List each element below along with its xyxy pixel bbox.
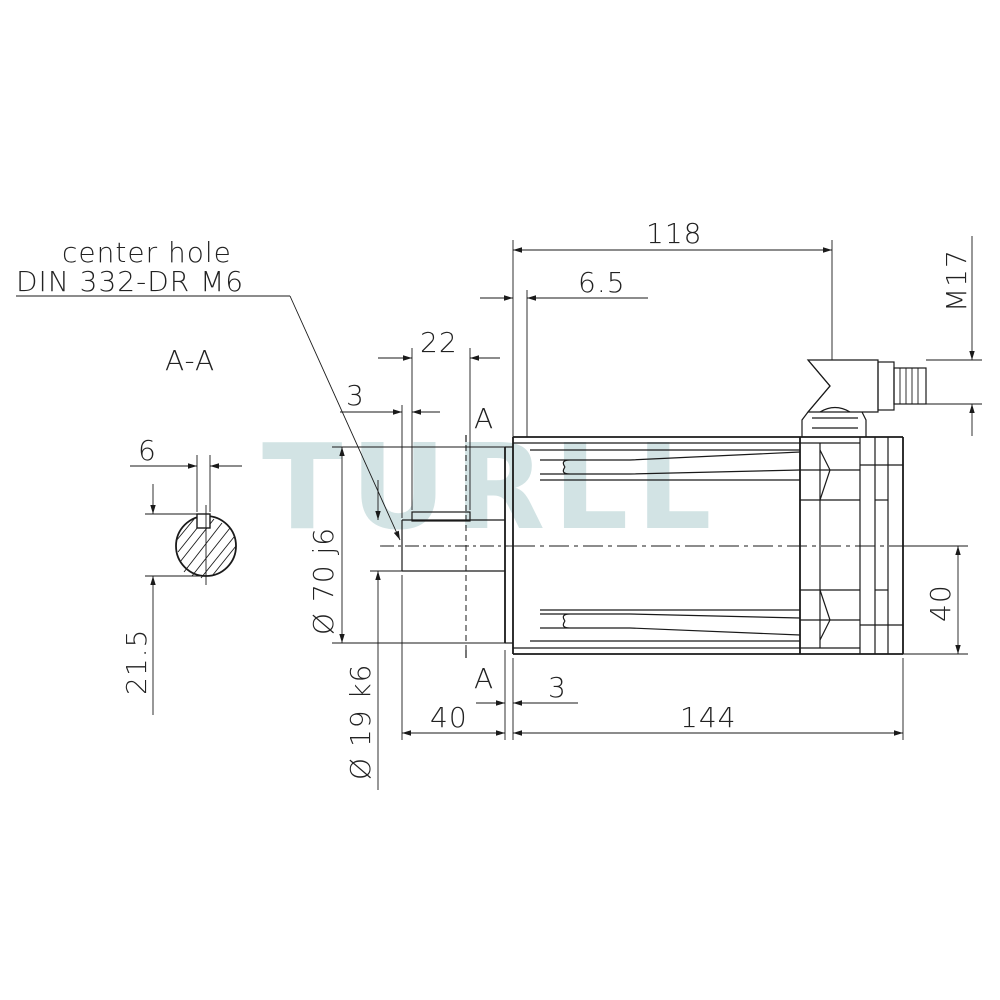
- motor-shaft: [380, 511, 520, 572]
- dim-key-width: 6: [130, 434, 242, 512]
- dim-shaft-step: 3: [340, 379, 440, 518]
- section-marker-bottom: A: [474, 662, 494, 695]
- annotation-leader: [16, 295, 401, 541]
- dim-body-length: 144: [513, 658, 904, 740]
- motor-connector: [801, 359, 927, 437]
- dim-connector-offset: 6.5: [480, 266, 648, 437]
- motor-body: [513, 436, 904, 655]
- watermark-text: TURLL: [262, 418, 720, 556]
- dim-overall-motor-length: 118: [512, 217, 833, 437]
- dim-pilot-diameter-label: Ø 70 j6: [307, 527, 340, 635]
- dim-shaft-key-length: 22: [378, 326, 500, 510]
- dim-thread-size: M17: [926, 236, 982, 436]
- dim-pilot-diameter: Ø 70 j6: [307, 446, 505, 644]
- dim-shaft-key-length-label: 22: [420, 326, 458, 359]
- dim-shaft-length: 40: [401, 575, 506, 740]
- section-marker-top: A: [474, 402, 494, 435]
- dim-body-length-label: 144: [680, 701, 736, 734]
- dim-key-width-label: 6: [138, 434, 157, 467]
- dim-flange-thickness: 3: [476, 658, 578, 740]
- dim-thread-size-label: M17: [940, 249, 973, 312]
- dim-shaft-diameter: Ø 19 k6: [344, 480, 402, 790]
- dim-flange-thickness-label: 3: [548, 671, 567, 704]
- section-label: A-A: [165, 344, 215, 377]
- dim-key-depth: 21.5: [120, 484, 206, 715]
- dim-flange-height: 40: [903, 545, 968, 655]
- motor-flange: [465, 435, 514, 658]
- dim-shaft-length-label: 40: [430, 701, 468, 734]
- dim-shaft-step-label: 3: [346, 379, 365, 412]
- dim-overall-motor-length-label: 118: [646, 217, 702, 250]
- annotation-din-spec: DIN 332-DR M6: [16, 265, 244, 298]
- shaft-cross-section: [175, 505, 237, 585]
- annotation-center-hole: center hole: [62, 236, 232, 269]
- dim-key-depth-label: 21.5: [120, 629, 153, 695]
- dim-flange-height-label: 40: [924, 584, 957, 622]
- dim-shaft-diameter-label: Ø 19 k6: [344, 664, 377, 781]
- dim-connector-offset-label: 6.5: [578, 266, 626, 299]
